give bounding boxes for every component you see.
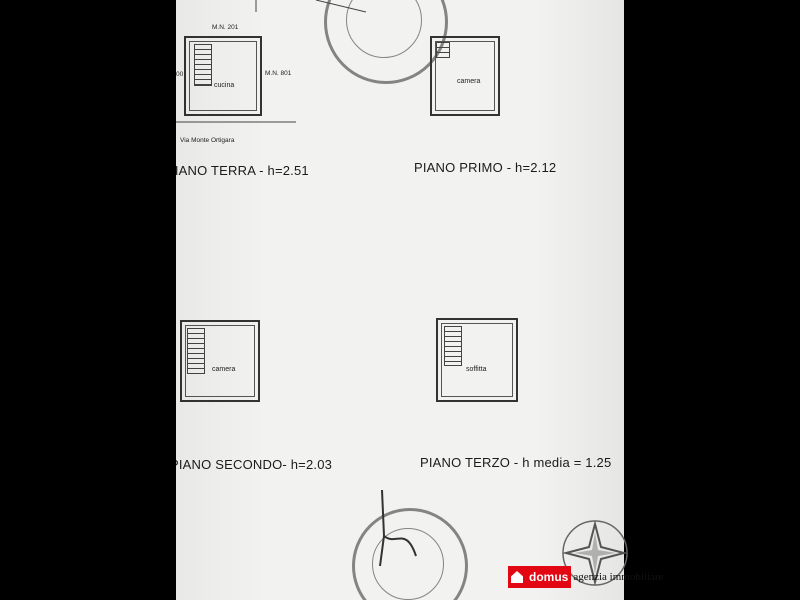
mn-label-right: M.N. 801 (265, 70, 292, 77)
floor-label-terzo: PIANO TERZO - h media = 1.25 (420, 455, 612, 470)
plan-piano-primo: camera (430, 36, 500, 116)
mn-label-left: 00 (176, 71, 184, 78)
brand-name: domus (526, 566, 572, 588)
brand-tagline: agenzia immobiliare (573, 571, 664, 583)
surveyor-stamp (352, 508, 468, 600)
stairs-icon (444, 326, 462, 366)
floor-label-terra: PIANO TERRA - h=2.51 (176, 163, 309, 178)
plan-piano-terra: cucina (184, 36, 262, 116)
room-label-cucina: cucina (214, 82, 235, 89)
room-label-soffitta: soffitta (466, 366, 487, 373)
plan-piano-secondo: camera (180, 320, 260, 402)
floor-plan-document: M.N. 201 M.N. 801 00 cucina Via Monte Or… (176, 0, 624, 600)
mn-label-top: M.N. 201 (212, 24, 239, 31)
floor-label-secondo: PIANO SECONDO- h=2.03 (176, 457, 333, 472)
stairs-icon (187, 328, 205, 374)
stairs-icon (436, 42, 450, 58)
plan-piano-terzo: soffitta (436, 318, 518, 402)
floor-label-primo: PIANO PRIMO - h=2.12 (414, 160, 557, 175)
sketch-lines (255, 0, 367, 13)
house-logo-icon (508, 566, 526, 588)
agency-watermark: domus agenzia immobiliare (508, 566, 663, 588)
street-label: Via Monte Ortigara (180, 137, 235, 144)
stairs-icon (194, 44, 212, 86)
room-label-camera-secondo: camera (212, 366, 236, 373)
street-line (176, 121, 296, 123)
signature (379, 489, 417, 567)
room-label-camera: camera (457, 78, 481, 85)
star-stamp-icon (562, 520, 628, 586)
